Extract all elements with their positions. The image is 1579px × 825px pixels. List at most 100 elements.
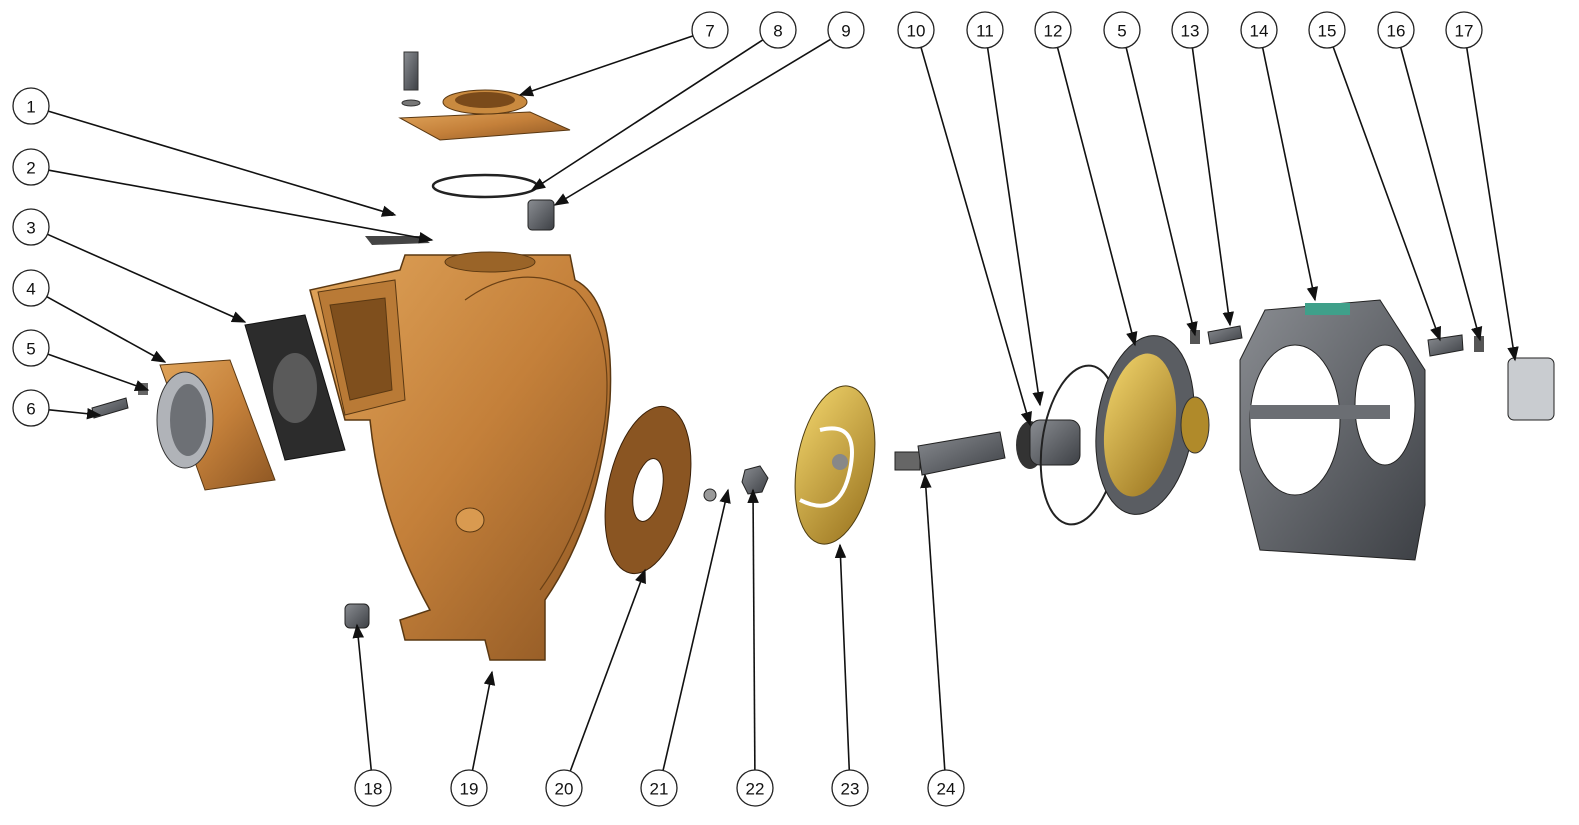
leader-line (48, 169, 434, 244)
callout-number: 17 (1455, 22, 1474, 41)
callout-number: 8 (773, 22, 782, 41)
leader-line (1056, 47, 1138, 347)
callout-balloon: 11 (966, 11, 1004, 49)
leader-line (47, 353, 150, 392)
balloon-circle (831, 769, 869, 807)
leader-line (986, 47, 1044, 407)
balloon-circle (354, 769, 392, 807)
callout-number: 24 (937, 780, 956, 799)
callout-balloon: 16 (1377, 11, 1415, 49)
callout-balloon: 5 (1103, 11, 1141, 49)
balloon-circle (927, 769, 965, 807)
callout-balloon: 17 (1445, 11, 1483, 49)
leader-line (530, 39, 764, 191)
leader-line (518, 35, 694, 97)
balloon-circle (897, 11, 935, 49)
shaft-sleeve (894, 431, 1006, 476)
nameplate (365, 236, 430, 245)
leader-line (1332, 46, 1441, 342)
bolt-right (1427, 334, 1464, 357)
callout-balloon: 5 (12, 329, 50, 367)
callout-balloon: 19 (450, 769, 488, 807)
callout-balloon: 1 (12, 87, 50, 125)
leader-line (471, 670, 496, 771)
leader-line (662, 488, 731, 771)
suction-flange (156, 359, 276, 491)
balloon-circle (827, 11, 865, 49)
callout-number: 1 (26, 98, 35, 117)
leader-line (47, 233, 247, 323)
drain-plug (344, 603, 370, 629)
callout-balloon: 9 (827, 11, 865, 49)
balloon-circle (12, 269, 50, 307)
impeller-screw (703, 488, 717, 502)
callout-balloon: 20 (545, 769, 583, 807)
leader-line (1465, 47, 1519, 362)
callout-number: 3 (26, 219, 35, 238)
balloon-circle (12, 329, 50, 367)
callout-number: 5 (1117, 22, 1126, 41)
callout-balloon: 21 (640, 769, 678, 807)
balloon-circle (545, 769, 583, 807)
leader-line (1191, 47, 1234, 327)
balloon-circle (12, 87, 50, 125)
pump-casing (309, 251, 612, 661)
callout-number: 9 (841, 22, 850, 41)
callout-balloon: 22 (736, 769, 774, 807)
leader-line (920, 47, 1032, 427)
leader-line (1125, 47, 1198, 337)
callout-balloon: 3 (12, 208, 50, 246)
leader-line (352, 623, 373, 771)
leader-line (1399, 47, 1483, 342)
callout-balloon: 6 (12, 389, 50, 427)
washer (1190, 330, 1200, 344)
callout-number: 11 (976, 22, 994, 41)
leader-line (569, 568, 646, 772)
callout-balloon: 24 (927, 769, 965, 807)
balloon-circle (1308, 11, 1346, 49)
balloon-circle (1171, 11, 1209, 49)
callout-number: 6 (26, 400, 35, 419)
leader-line (553, 38, 831, 206)
balloon-circle (1103, 11, 1141, 49)
balloon-circle (1377, 11, 1415, 49)
balloon-circle (759, 11, 797, 49)
bolt (1207, 325, 1243, 345)
callout-number: 14 (1250, 22, 1269, 41)
seal-plate (1095, 335, 1210, 515)
washer-right (1474, 336, 1484, 352)
leader-line (1261, 47, 1319, 302)
balloon-circle (1034, 11, 1072, 49)
leader-line (747, 488, 759, 771)
balloon-circle (640, 769, 678, 807)
balloon-circle (12, 148, 50, 186)
callout-balloon: 12 (1034, 11, 1072, 49)
impeller-nut (741, 465, 769, 495)
leader-line (48, 407, 102, 420)
leader-line (46, 296, 167, 363)
callout-balloon: 2 (12, 148, 50, 186)
callout-number: 13 (1181, 22, 1200, 41)
callout-number: 22 (746, 780, 765, 799)
callout-balloon: 8 (759, 11, 797, 49)
leader-line (834, 543, 851, 771)
coupling (1507, 357, 1555, 421)
callout-balloon: 23 (831, 769, 869, 807)
callout-balloon: 14 (1240, 11, 1278, 49)
leader-line (920, 473, 946, 771)
callout-number: 4 (26, 280, 35, 299)
callout-number: 19 (460, 780, 479, 799)
callout-balloon: 4 (12, 269, 50, 307)
balloon-circle (1240, 11, 1278, 49)
balloon-circle (691, 11, 729, 49)
balloon-circle (12, 208, 50, 246)
balloon-circle (450, 769, 488, 807)
callout-number: 20 (555, 780, 574, 799)
callout-number: 21 (650, 780, 669, 799)
balloon-circle (736, 769, 774, 807)
callout-balloon: 13 (1171, 11, 1209, 49)
callout-balloon: 10 (897, 11, 935, 49)
callout-number: 12 (1044, 22, 1063, 41)
cover-gasket (244, 314, 346, 461)
